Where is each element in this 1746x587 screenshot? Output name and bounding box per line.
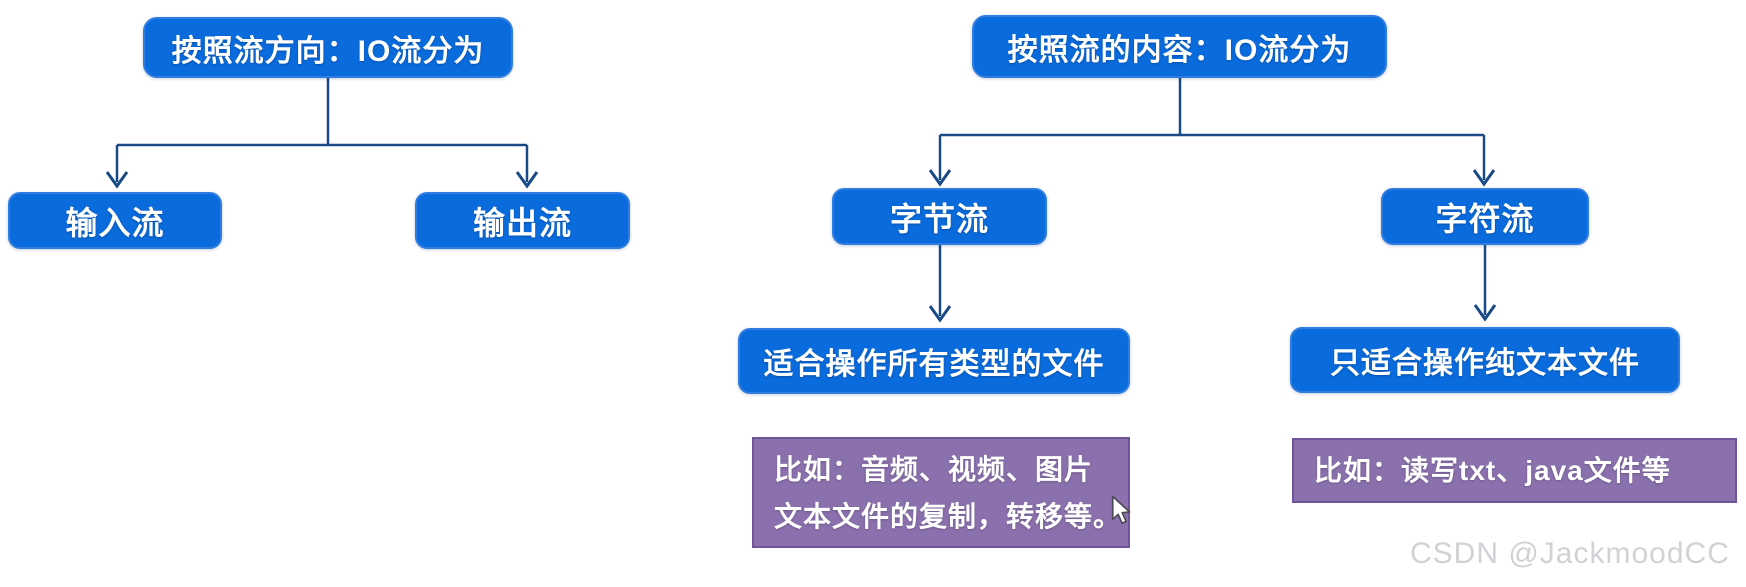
node-output-stream: 输出流 bbox=[415, 192, 630, 249]
node-byte-stream: 字节流 bbox=[832, 188, 1047, 245]
node-char-stream-detail: 只适合操作纯文本文件 bbox=[1290, 327, 1680, 393]
arrowhead-icon bbox=[928, 305, 952, 323]
node-byte-stream-detail: 适合操作所有类型的文件 bbox=[738, 328, 1130, 394]
arrowhead-icon bbox=[515, 171, 539, 189]
arrowhead-icon bbox=[928, 169, 952, 187]
arrowhead-icon bbox=[105, 171, 129, 189]
note-char-stream-examples: 比如：读写txt、java文件等 bbox=[1292, 438, 1737, 503]
arrowhead-icon bbox=[1473, 304, 1497, 322]
arrowhead-icon bbox=[1472, 169, 1496, 187]
node-by-direction-root: 按照流方向：IO流分为 bbox=[143, 17, 513, 78]
csdn-watermark: CSDN @JackmoodCC bbox=[1410, 537, 1730, 570]
node-input-stream: 输入流 bbox=[8, 192, 222, 249]
node-by-content-root: 按照流的内容：IO流分为 bbox=[972, 15, 1387, 78]
note-line: 文本文件的复制，转移等。 bbox=[774, 500, 1123, 532]
note-line: 比如：读写txt、java文件等 bbox=[1314, 455, 1671, 486]
note-line: 比如：音频、视频、图片 bbox=[774, 453, 1094, 485]
note-byte-stream-examples: 比如：音频、视频、图片 文本文件的复制，转移等。 bbox=[752, 437, 1130, 548]
node-char-stream: 字符流 bbox=[1381, 188, 1589, 245]
